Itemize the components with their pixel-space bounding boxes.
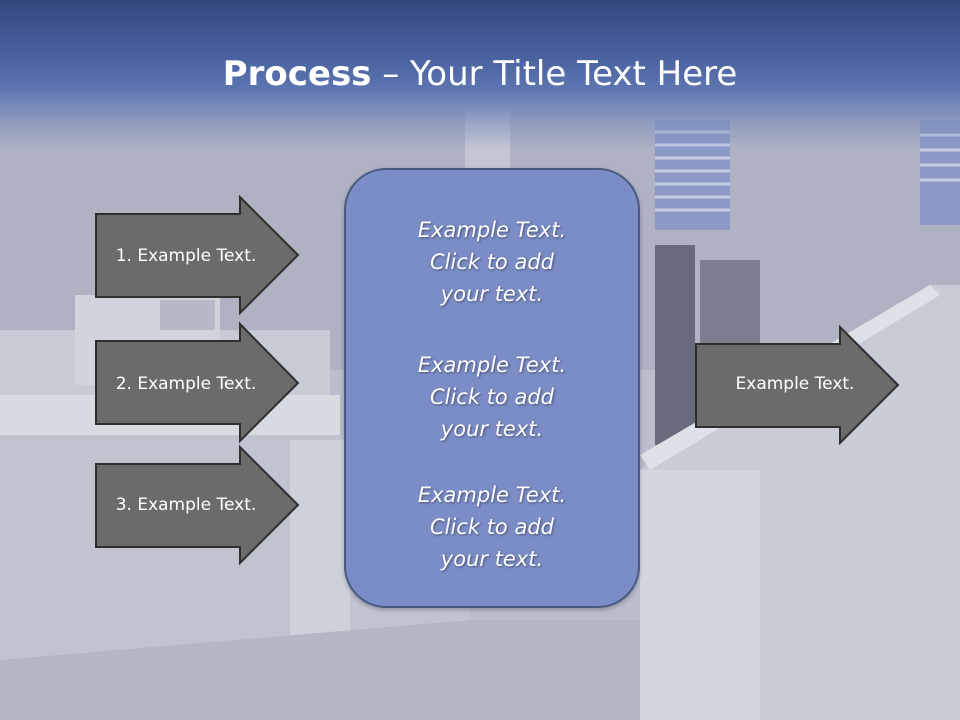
left-arrow-2-label: 2. Example Text. [115, 374, 257, 394]
left-arrow-3-label: 3. Example Text. [115, 495, 257, 515]
left-arrow-2[interactable] [95, 321, 300, 444]
right-arrow[interactable] [695, 324, 900, 446]
center-paragraph-2[interactable]: Example Text. Click to add your text. [346, 349, 638, 445]
center-paragraph-1[interactable]: Example Text. Click to add your text. [346, 214, 638, 310]
paragraph-2-line-3: your text. [440, 417, 544, 441]
slide-title[interactable]: Process – Your Title Text Here [0, 52, 960, 96]
center-text-box[interactable]: Example Text. Click to add your text. Ex… [344, 168, 640, 608]
paragraph-1-line-1: Example Text. [417, 218, 567, 242]
paragraph-3-line-3: your text. [440, 547, 544, 571]
right-arrow-label: Example Text. [735, 374, 855, 394]
left-arrow-3[interactable] [95, 444, 300, 566]
paragraph-3-line-2: Click to add [429, 515, 554, 539]
left-arrow-1-label: 1. Example Text. [115, 246, 257, 266]
title-bold: Process [222, 54, 372, 94]
title-bar: Process – Your Title Text Here [0, 0, 960, 150]
paragraph-2-line-2: Click to add [429, 385, 554, 409]
center-paragraph-3[interactable]: Example Text. Click to add your text. [346, 479, 638, 575]
paragraph-3-line-1: Example Text. [417, 483, 567, 507]
paragraph-1-line-3: your text. [440, 282, 544, 306]
paragraph-1-line-2: Click to add [429, 250, 554, 274]
paragraph-2-line-1: Example Text. [417, 353, 567, 377]
title-rest: – Your Title Text Here [371, 54, 738, 94]
left-arrow-1[interactable] [95, 194, 300, 316]
